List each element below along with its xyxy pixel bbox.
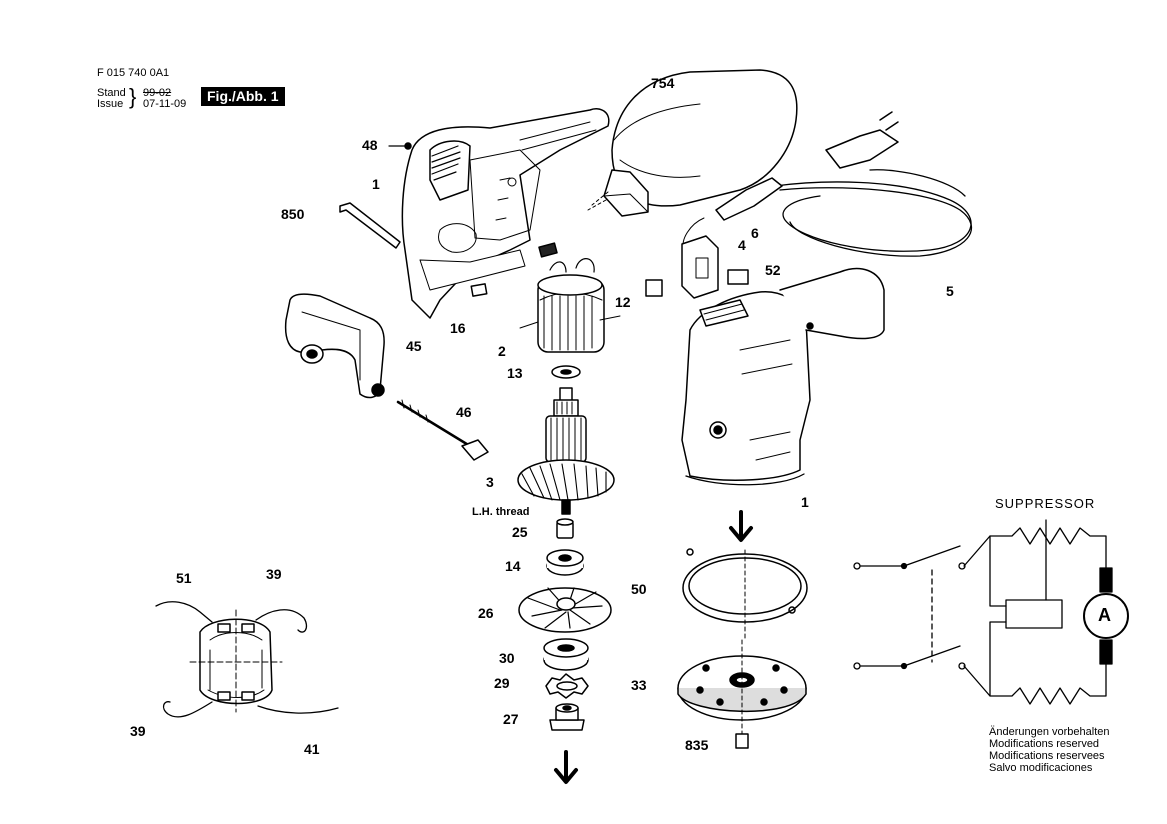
- ammeter-symbol: A: [1098, 605, 1111, 625]
- auxiliary-handle: [284, 293, 385, 399]
- stand-label: Stand: [97, 87, 126, 99]
- lead-wires: [155, 601, 339, 718]
- callout-46: 46: [456, 404, 472, 420]
- callout-12: 12: [615, 294, 631, 310]
- housing-half: [401, 108, 610, 319]
- bearing-13: [551, 365, 581, 379]
- callout-26: 26: [478, 605, 494, 621]
- callout-5: 5: [946, 283, 954, 299]
- document-number: F 015 740 0A1: [97, 67, 170, 79]
- callout-835: 835: [685, 737, 709, 753]
- bearing-30: [543, 638, 589, 671]
- callout-3: 3: [486, 474, 494, 490]
- stator: [519, 258, 621, 353]
- callout-27: 27: [503, 711, 519, 727]
- callout-51: 51: [176, 570, 192, 586]
- callout-14: 14: [505, 558, 521, 574]
- note-line: Änderungen vorbehalten: [989, 726, 1110, 738]
- callout-41: 41: [304, 741, 320, 757]
- callout-50: 50: [631, 581, 647, 597]
- callout-1: 1: [372, 176, 380, 192]
- note-line: Modifications reserved: [989, 738, 1100, 750]
- armature: [517, 387, 615, 515]
- callout-850: 850: [281, 206, 305, 222]
- field-coil-assembly: [189, 609, 283, 713]
- callout-30: 30: [499, 650, 515, 666]
- switch-clips: [470, 242, 558, 297]
- callout-52: 52: [765, 262, 781, 278]
- callout-13: 13: [507, 365, 523, 381]
- note-line: Salvo modificaciones: [989, 762, 1093, 774]
- pad-brake-ring: [682, 548, 808, 641]
- callout-39-top: 39: [266, 566, 282, 582]
- callout-lh-thread: L.H. thread: [472, 506, 530, 518]
- callout-6: 6: [751, 225, 759, 241]
- callout-48: 48: [362, 137, 378, 153]
- wiring-schematic: [853, 519, 1129, 705]
- modifications-notice: Änderungen vorbehalten Modifications res…: [989, 726, 1109, 774]
- power-cable: [682, 111, 972, 257]
- switch: [645, 235, 749, 299]
- down-arrow-icon: [729, 510, 753, 542]
- retaining-ring: [545, 673, 589, 699]
- figure-badge: Fig./Abb. 1: [201, 87, 285, 106]
- bearing-14: [546, 549, 584, 576]
- callout-39-bottom: 39: [130, 723, 146, 739]
- sanding-pad: [677, 639, 807, 749]
- hex-key: [339, 202, 401, 249]
- callout-33: 33: [631, 677, 647, 693]
- issue-date: 07-11-09: [143, 98, 187, 110]
- sleeve-25: [556, 518, 574, 539]
- callout-2: 2: [498, 343, 506, 359]
- screw: [388, 142, 412, 150]
- fan: [518, 587, 612, 633]
- callout-45: 45: [406, 338, 422, 354]
- callout-754: 754: [651, 75, 675, 91]
- suppressor-label: SUPPRESSOR: [995, 496, 1096, 511]
- callout-29: 29: [494, 675, 510, 691]
- callout-4: 4: [738, 237, 746, 253]
- note-line: Modifications reservees: [989, 750, 1105, 762]
- eccentric: [549, 703, 585, 731]
- threaded-rod: [396, 399, 489, 461]
- callout-25: 25: [512, 524, 528, 540]
- callout-1-assembled: 1: [801, 494, 809, 510]
- stand-date: 99-02: [143, 87, 172, 99]
- dust-bag: [587, 69, 798, 217]
- down-arrow-icon: [554, 750, 578, 784]
- issue-label: Issue: [97, 98, 124, 110]
- brace-symbol: }: [129, 84, 137, 109]
- callout-16: 16: [450, 320, 466, 336]
- assembled-sander: [681, 267, 885, 486]
